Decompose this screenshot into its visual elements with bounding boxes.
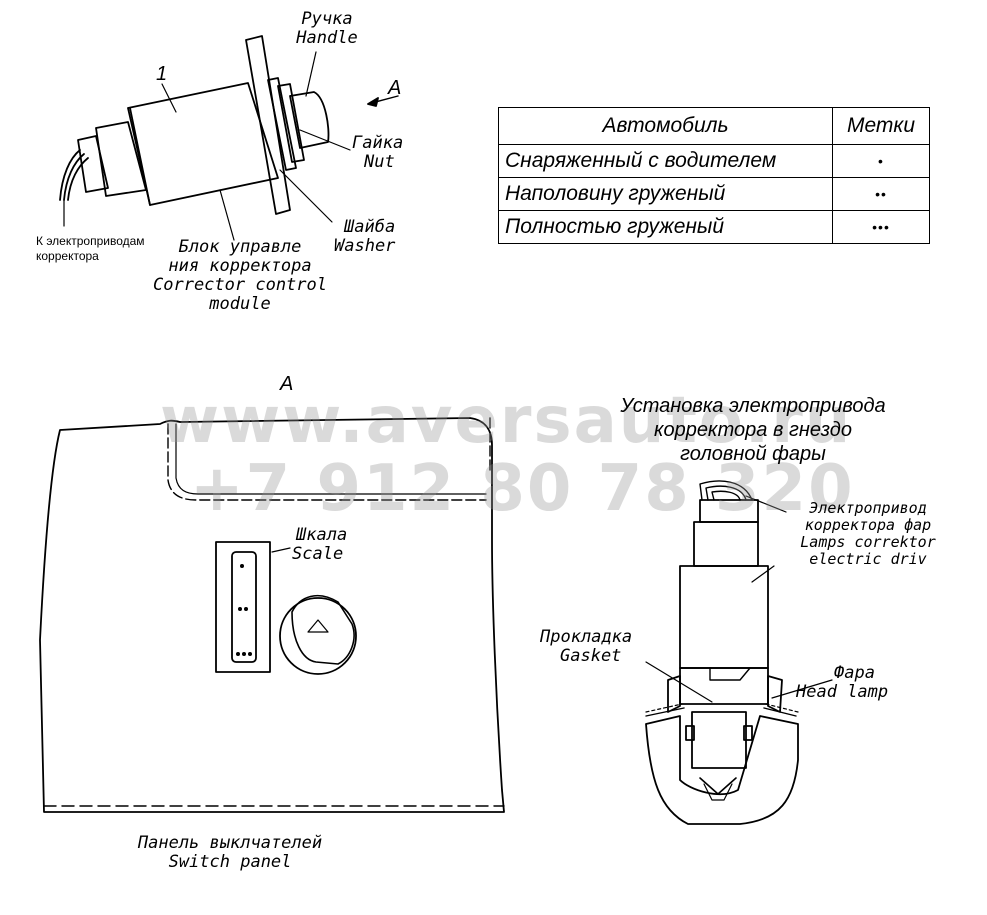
table-row: Полностью груженый ••• <box>498 210 930 244</box>
table-row: Наполовину груженый •• <box>498 177 930 211</box>
view-a-label: A <box>280 373 294 395</box>
gasket-label: Прокладка Gasket <box>540 627 633 666</box>
module-label: Блок управле ния корректора Corrector co… <box>153 237 327 314</box>
vehicle-cell: Полностью груженый <box>498 210 833 244</box>
load-marks-table: Автомобиль Метки Снаряженный с водителем… <box>498 107 930 244</box>
installation-title: Установка электропривода корректора в гн… <box>620 395 886 465</box>
scale-label: Шкала Scale <box>292 525 348 564</box>
vehicle-cell: Снаряженный с водителем <box>498 144 833 178</box>
mark-cell: • <box>832 144 930 178</box>
switch-panel-drawing <box>39 417 505 813</box>
switch-panel-label: Панель выклчателей Switch panel <box>137 833 323 872</box>
actuator-installation-drawing <box>645 480 833 825</box>
table-header-row: Автомобиль Метки <box>498 107 930 145</box>
view-arrow-label: A <box>388 77 402 99</box>
marks-column-header: Метки <box>832 107 930 145</box>
table-row: Снаряженный с водителем • <box>498 144 930 178</box>
watermark-phone: +7 912 80 78 320 <box>190 452 855 526</box>
handle-label: Ручка Handle <box>296 9 358 48</box>
washer-label: Шайба Washer <box>334 217 396 256</box>
mark-cell: •• <box>832 177 930 211</box>
mark-cell: ••• <box>832 210 930 244</box>
corrector-control-module-drawing <box>59 35 399 241</box>
callout-number-1: 1 <box>156 63 168 85</box>
wire-note: К электроприводам корректора <box>36 234 145 263</box>
nut-label: Гайка Nut <box>352 133 404 172</box>
vehicle-column-header: Автомобиль <box>498 107 833 145</box>
actuator-label: Электропривод корректора фар Lamps corre… <box>800 499 936 568</box>
headlamp-label: Фара Head lamp <box>796 663 889 702</box>
watermark-url: www.aversauto.ru <box>160 384 853 458</box>
scale-marks <box>236 564 252 656</box>
vehicle-cell: Наполовину груженый <box>498 177 833 211</box>
